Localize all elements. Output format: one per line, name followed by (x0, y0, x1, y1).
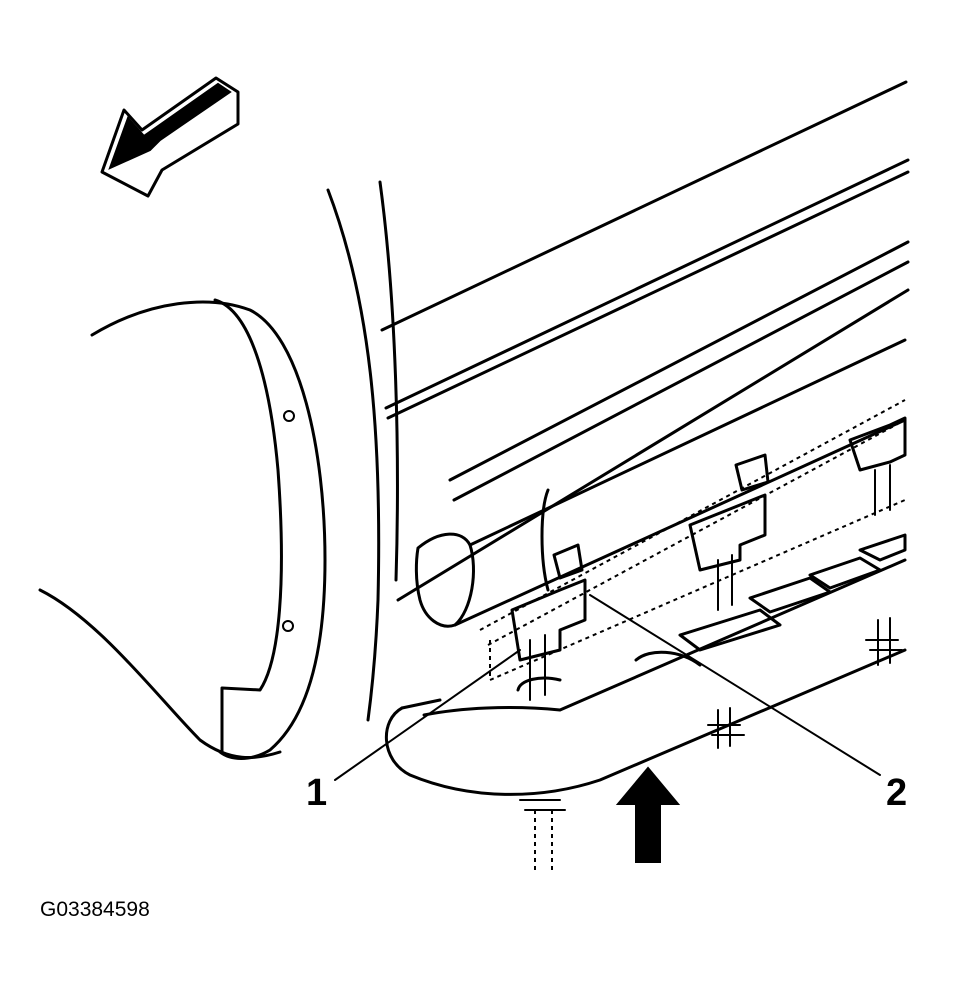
callout-leaders (334, 594, 881, 781)
rocker-molding (414, 338, 907, 628)
mounting-bracket-2 (688, 453, 770, 611)
step-pads (678, 533, 907, 652)
install-direction-arrow-icon (615, 766, 681, 863)
assist-step-tube (385, 558, 907, 796)
front-direction-arrow-icon (100, 76, 240, 198)
callout-2: 2 (886, 772, 907, 814)
mounting-bracket-1 (510, 543, 587, 701)
body-side-panel (380, 80, 910, 602)
figure-id: G03384598 (40, 898, 150, 921)
fasteners (519, 617, 903, 870)
mounting-bracket-3 (848, 416, 907, 516)
fender-panel (38, 180, 399, 760)
callout-1: 1 (306, 772, 327, 814)
